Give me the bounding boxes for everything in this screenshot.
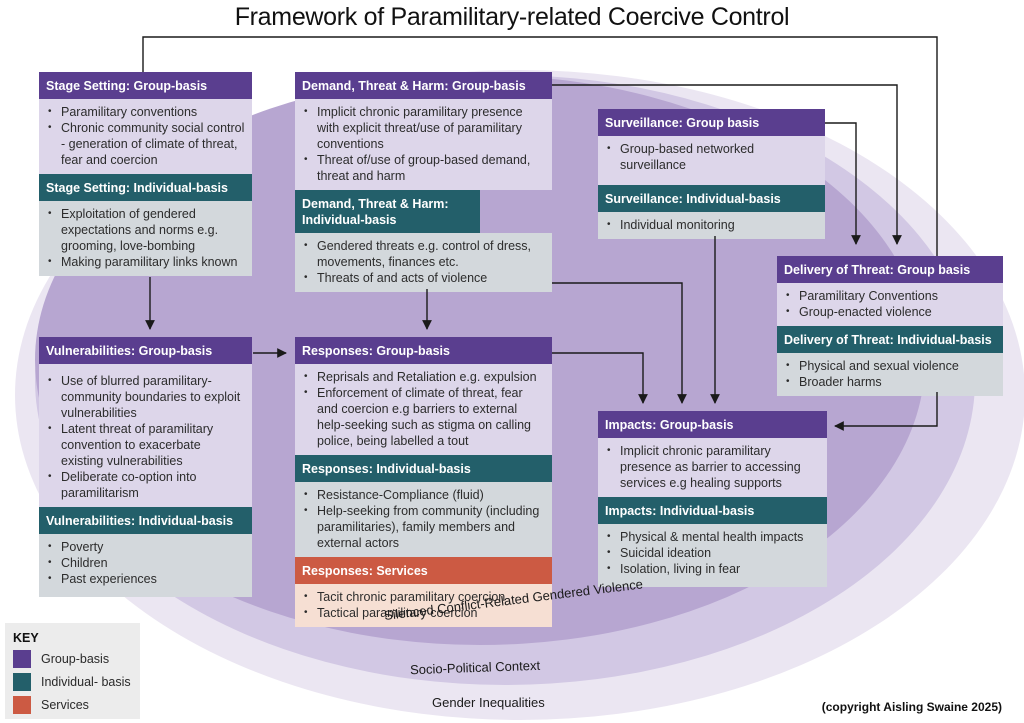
legend-item-group-basis: Group-basis [13, 650, 109, 668]
page-title: Framework of Paramilitary-related Coerci… [234, 3, 790, 31]
list-item: Physical & mental health impacts [605, 529, 820, 545]
list-item: Broader harms [784, 374, 996, 390]
box-stage-setting: Stage Setting: Group-basis Paramilitary … [39, 72, 252, 276]
delivery-indiv-body: Physical and sexual violenceBroader harm… [777, 353, 1003, 396]
demand-group-body: Implicit chronic paramilitary presence w… [295, 99, 552, 190]
impacts-group-list: Implicit chronic paramilitary presence a… [605, 443, 820, 491]
list-item: Children [46, 555, 245, 571]
list-item: Reprisals and Retaliation e.g. expulsion [302, 369, 545, 385]
list-item: Deliberate co-option into paramilitarism [46, 469, 245, 501]
list-item: Latent threat of paramilitary convention… [46, 421, 245, 469]
legend-swatch-group-basis [13, 650, 31, 668]
list-item: Past experiences [46, 571, 245, 587]
list-item: Paramilitary Conventions [784, 288, 996, 304]
responses-indiv-body: Resistance-Compliance (fluid)Help-seekin… [295, 482, 552, 557]
list-item: Group-based networked surveillance [605, 141, 818, 173]
impacts-group-header: Impacts: Group-basis [598, 411, 827, 438]
demand-indiv-list: Gendered threats e.g. control of dress, … [302, 238, 545, 286]
list-item: Gendered threats e.g. control of dress, … [302, 238, 545, 270]
responses-group-header: Responses: Group-basis [295, 337, 552, 364]
box-demand-threat-harm: Demand, Threat & Harm: Group-basis Impli… [295, 72, 552, 292]
list-item: Physical and sexual violence [784, 358, 996, 374]
list-item: Paramilitary conventions [46, 104, 245, 120]
legend-item-services: Services [13, 696, 89, 714]
impacts-group-body: Implicit chronic paramilitary presence a… [598, 438, 827, 497]
vulnerabilities-group-header: Vulnerabilities: Group-basis [39, 337, 252, 364]
responses-services-list: Tacit chronic paramilitary coercionTacti… [302, 589, 545, 621]
list-item: Resistance-Compliance (fluid) [302, 487, 545, 503]
impacts-indiv-header: Impacts: Individual-basis [598, 497, 827, 524]
responses-group-list: Reprisals and Retaliation e.g. expulsion… [302, 369, 545, 449]
surveillance-group-body: Group-based networked surveillance [598, 136, 825, 185]
stage-setting-group-header: Stage Setting: Group-basis [39, 72, 252, 99]
surveillance-indiv-list: Individual monitoring [605, 217, 818, 233]
legend: KEY Group-basis Individual- basis Servic… [5, 623, 140, 719]
responses-indiv-list: Resistance-Compliance (fluid)Help-seekin… [302, 487, 545, 551]
list-item: Making paramilitary links known [46, 254, 245, 270]
surveillance-group-list: Group-based networked surveillance [605, 141, 818, 173]
stage-setting-group-list: Paramilitary conventionsChronic communit… [46, 104, 245, 168]
box-impacts: Impacts: Group-basis Implicit chronic pa… [598, 411, 827, 587]
delivery-indiv-header: Delivery of Threat: Individual-basis [777, 326, 1003, 353]
box-vulnerabilities: Vulnerabilities: Group-basis Use of blur… [39, 337, 252, 597]
vulnerabilities-group-list: Use of blurred paramilitary-community bo… [46, 373, 245, 501]
demand-group-list: Implicit chronic paramilitary presence w… [302, 104, 545, 184]
legend-label-individual-basis: Individual- basis [41, 675, 131, 689]
list-item: Threat of/use of group-based demand, thr… [302, 152, 545, 184]
box-surveillance: Surveillance: Group basis Group-based ne… [598, 109, 825, 239]
responses-services-header: Responses: Services [295, 557, 552, 584]
copyright-notice: (copyright Aisling Swaine 2025) [821, 700, 1002, 714]
stage-setting-indiv-list: Exploitation of gendered expectations an… [46, 206, 245, 270]
responses-indiv-header: Responses: Individual-basis [295, 455, 552, 482]
box-responses: Responses: Group-basis Reprisals and Ret… [295, 337, 552, 627]
vulnerabilities-indiv-list: PovertyChildrenPast experiences [46, 539, 245, 587]
legend-label-group-basis: Group-basis [41, 652, 110, 666]
list-item: Use of blurred paramilitary-community bo… [46, 373, 245, 421]
surveillance-indiv-body: Individual monitoring [598, 212, 825, 239]
list-item: Individual monitoring [605, 217, 818, 233]
stage-setting-group-body: Paramilitary conventionsChronic communit… [39, 99, 252, 174]
legend-swatch-individual-basis [13, 673, 31, 691]
impacts-indiv-body: Physical & mental health impactsSuicidal… [598, 524, 827, 587]
ring-label-gender-inequalities: Gender Inequalities [432, 695, 545, 710]
list-item: Help-seeking from community (including p… [302, 503, 545, 551]
list-item: Exploitation of gendered expectations an… [46, 206, 245, 254]
responses-services-body: Tacit chronic paramilitary coercionTacti… [295, 584, 552, 627]
demand-indiv-body: Gendered threats e.g. control of dress, … [295, 233, 552, 292]
responses-group-body: Reprisals and Retaliation e.g. expulsion… [295, 364, 552, 455]
list-item: Implicit chronic paramilitary presence a… [605, 443, 820, 491]
list-item: Group-enacted violence [784, 304, 996, 320]
vulnerabilities-indiv-header: Vulnerabilities: Individual-basis [39, 507, 252, 534]
list-item: Isolation, living in fear [605, 561, 820, 577]
list-item: Enforcement of climate of threat, fear a… [302, 385, 545, 449]
surveillance-group-header: Surveillance: Group basis [598, 109, 825, 136]
legend-swatch-services [13, 696, 31, 714]
list-item: Chronic community social control - gener… [46, 120, 245, 168]
surveillance-indiv-header: Surveillance: Individual-basis [598, 185, 825, 212]
legend-item-individual-basis: Individual- basis [13, 673, 131, 691]
delivery-group-list: Paramilitary ConventionsGroup-enacted vi… [784, 288, 996, 320]
stage-setting-indiv-header: Stage Setting: Individual-basis [39, 174, 252, 201]
vulnerabilities-indiv-body: PovertyChildrenPast experiences [39, 534, 252, 597]
demand-indiv-header: Demand, Threat & Harm: Individual-basis [295, 190, 480, 233]
list-item: Suicidal ideation [605, 545, 820, 561]
legend-label-services: Services [41, 698, 89, 712]
delivery-group-body: Paramilitary ConventionsGroup-enacted vi… [777, 283, 1003, 326]
impacts-indiv-list: Physical & mental health impactsSuicidal… [605, 529, 820, 577]
vulnerabilities-group-body: Use of blurred paramilitary-community bo… [39, 364, 252, 507]
demand-group-header: Demand, Threat & Harm: Group-basis [295, 72, 552, 99]
list-item: Implicit chronic paramilitary presence w… [302, 104, 545, 152]
stage-setting-indiv-body: Exploitation of gendered expectations an… [39, 201, 252, 276]
list-item: Poverty [46, 539, 245, 555]
delivery-indiv-list: Physical and sexual violenceBroader harm… [784, 358, 996, 390]
legend-title: KEY [13, 631, 39, 645]
list-item: Tacit chronic paramilitary coercion [302, 589, 545, 605]
delivery-group-header: Delivery of Threat: Group basis [777, 256, 1003, 283]
list-item: Tactical paramilitary coercion [302, 605, 545, 621]
list-item: Threats of and acts of violence [302, 270, 545, 286]
box-delivery-of-threat: Delivery of Threat: Group basis Paramili… [777, 256, 1003, 396]
